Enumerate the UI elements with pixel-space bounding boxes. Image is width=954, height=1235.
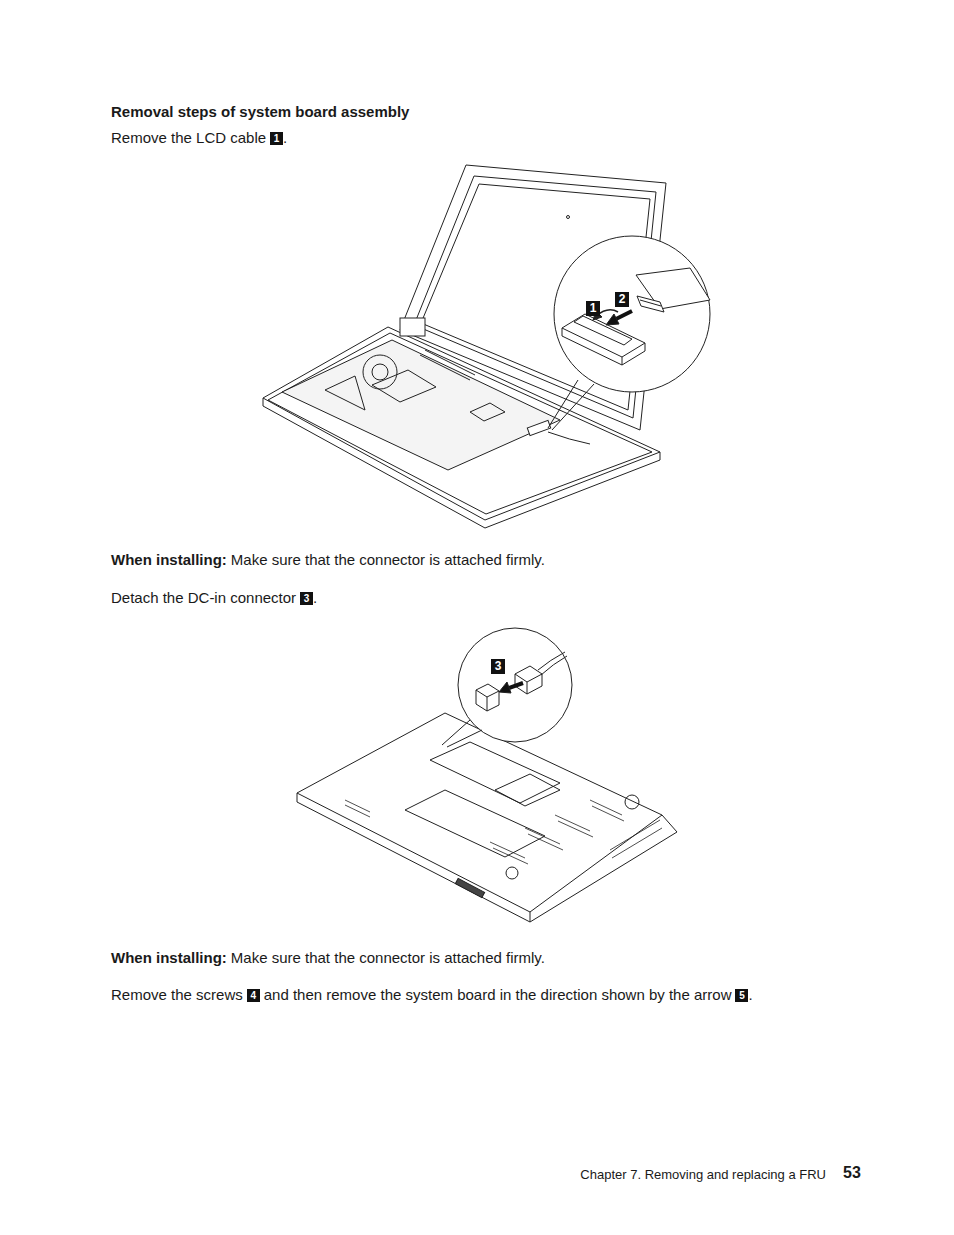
instruction-line: When installing:Make sure that the conne… <box>111 949 545 967</box>
section-title: Removal steps of system board assembly <box>111 103 409 121</box>
callout-number: 1 <box>586 301 600 316</box>
magnifier-circle <box>458 628 572 742</box>
callout-number: 3 <box>300 592 313 605</box>
footer-text: Chapter 7. Removing and replacing a FRU <box>580 1166 826 1184</box>
note-heading: When installing: <box>111 551 227 568</box>
socket <box>562 314 645 357</box>
callout-number: 1 <box>270 132 283 145</box>
dc-in-jack <box>476 684 499 697</box>
instruction-text: Remove the screws <box>111 986 243 1003</box>
callout-number: 2 <box>615 292 629 307</box>
instruction-line: Detach the DC-in connector 3. <box>111 589 317 607</box>
callout-number: 3 <box>491 659 505 674</box>
instruction-text: and then remove the system board in the … <box>264 986 732 1003</box>
callout-number: 5 <box>735 989 748 1002</box>
dc-in-plug <box>515 666 542 682</box>
magnifier-circle <box>554 236 710 392</box>
system-board <box>282 340 560 470</box>
page-number: 53 <box>843 1164 861 1182</box>
instruction-text: Make sure that the connector is attached… <box>231 551 545 568</box>
instruction-line: Remove the screws 4 and then remove the sy… <box>111 986 753 1004</box>
instruction-line: Remove the LCD cable 1. <box>111 129 287 147</box>
instruction-line: When installing:Make sure that the conne… <box>111 551 545 569</box>
instruction-text: Detach the DC-in connector <box>111 589 296 606</box>
instruction-text: Make sure that the connector is attached… <box>231 949 545 966</box>
laptop-bottom <box>297 713 662 912</box>
instruction-text: . <box>283 129 287 146</box>
instruction-text: Remove the LCD cable <box>111 129 266 146</box>
instruction-text: . <box>313 589 317 606</box>
instruction-text: . <box>748 986 752 1003</box>
callout-number: 4 <box>247 989 260 1002</box>
note-heading: When installing: <box>111 949 227 966</box>
